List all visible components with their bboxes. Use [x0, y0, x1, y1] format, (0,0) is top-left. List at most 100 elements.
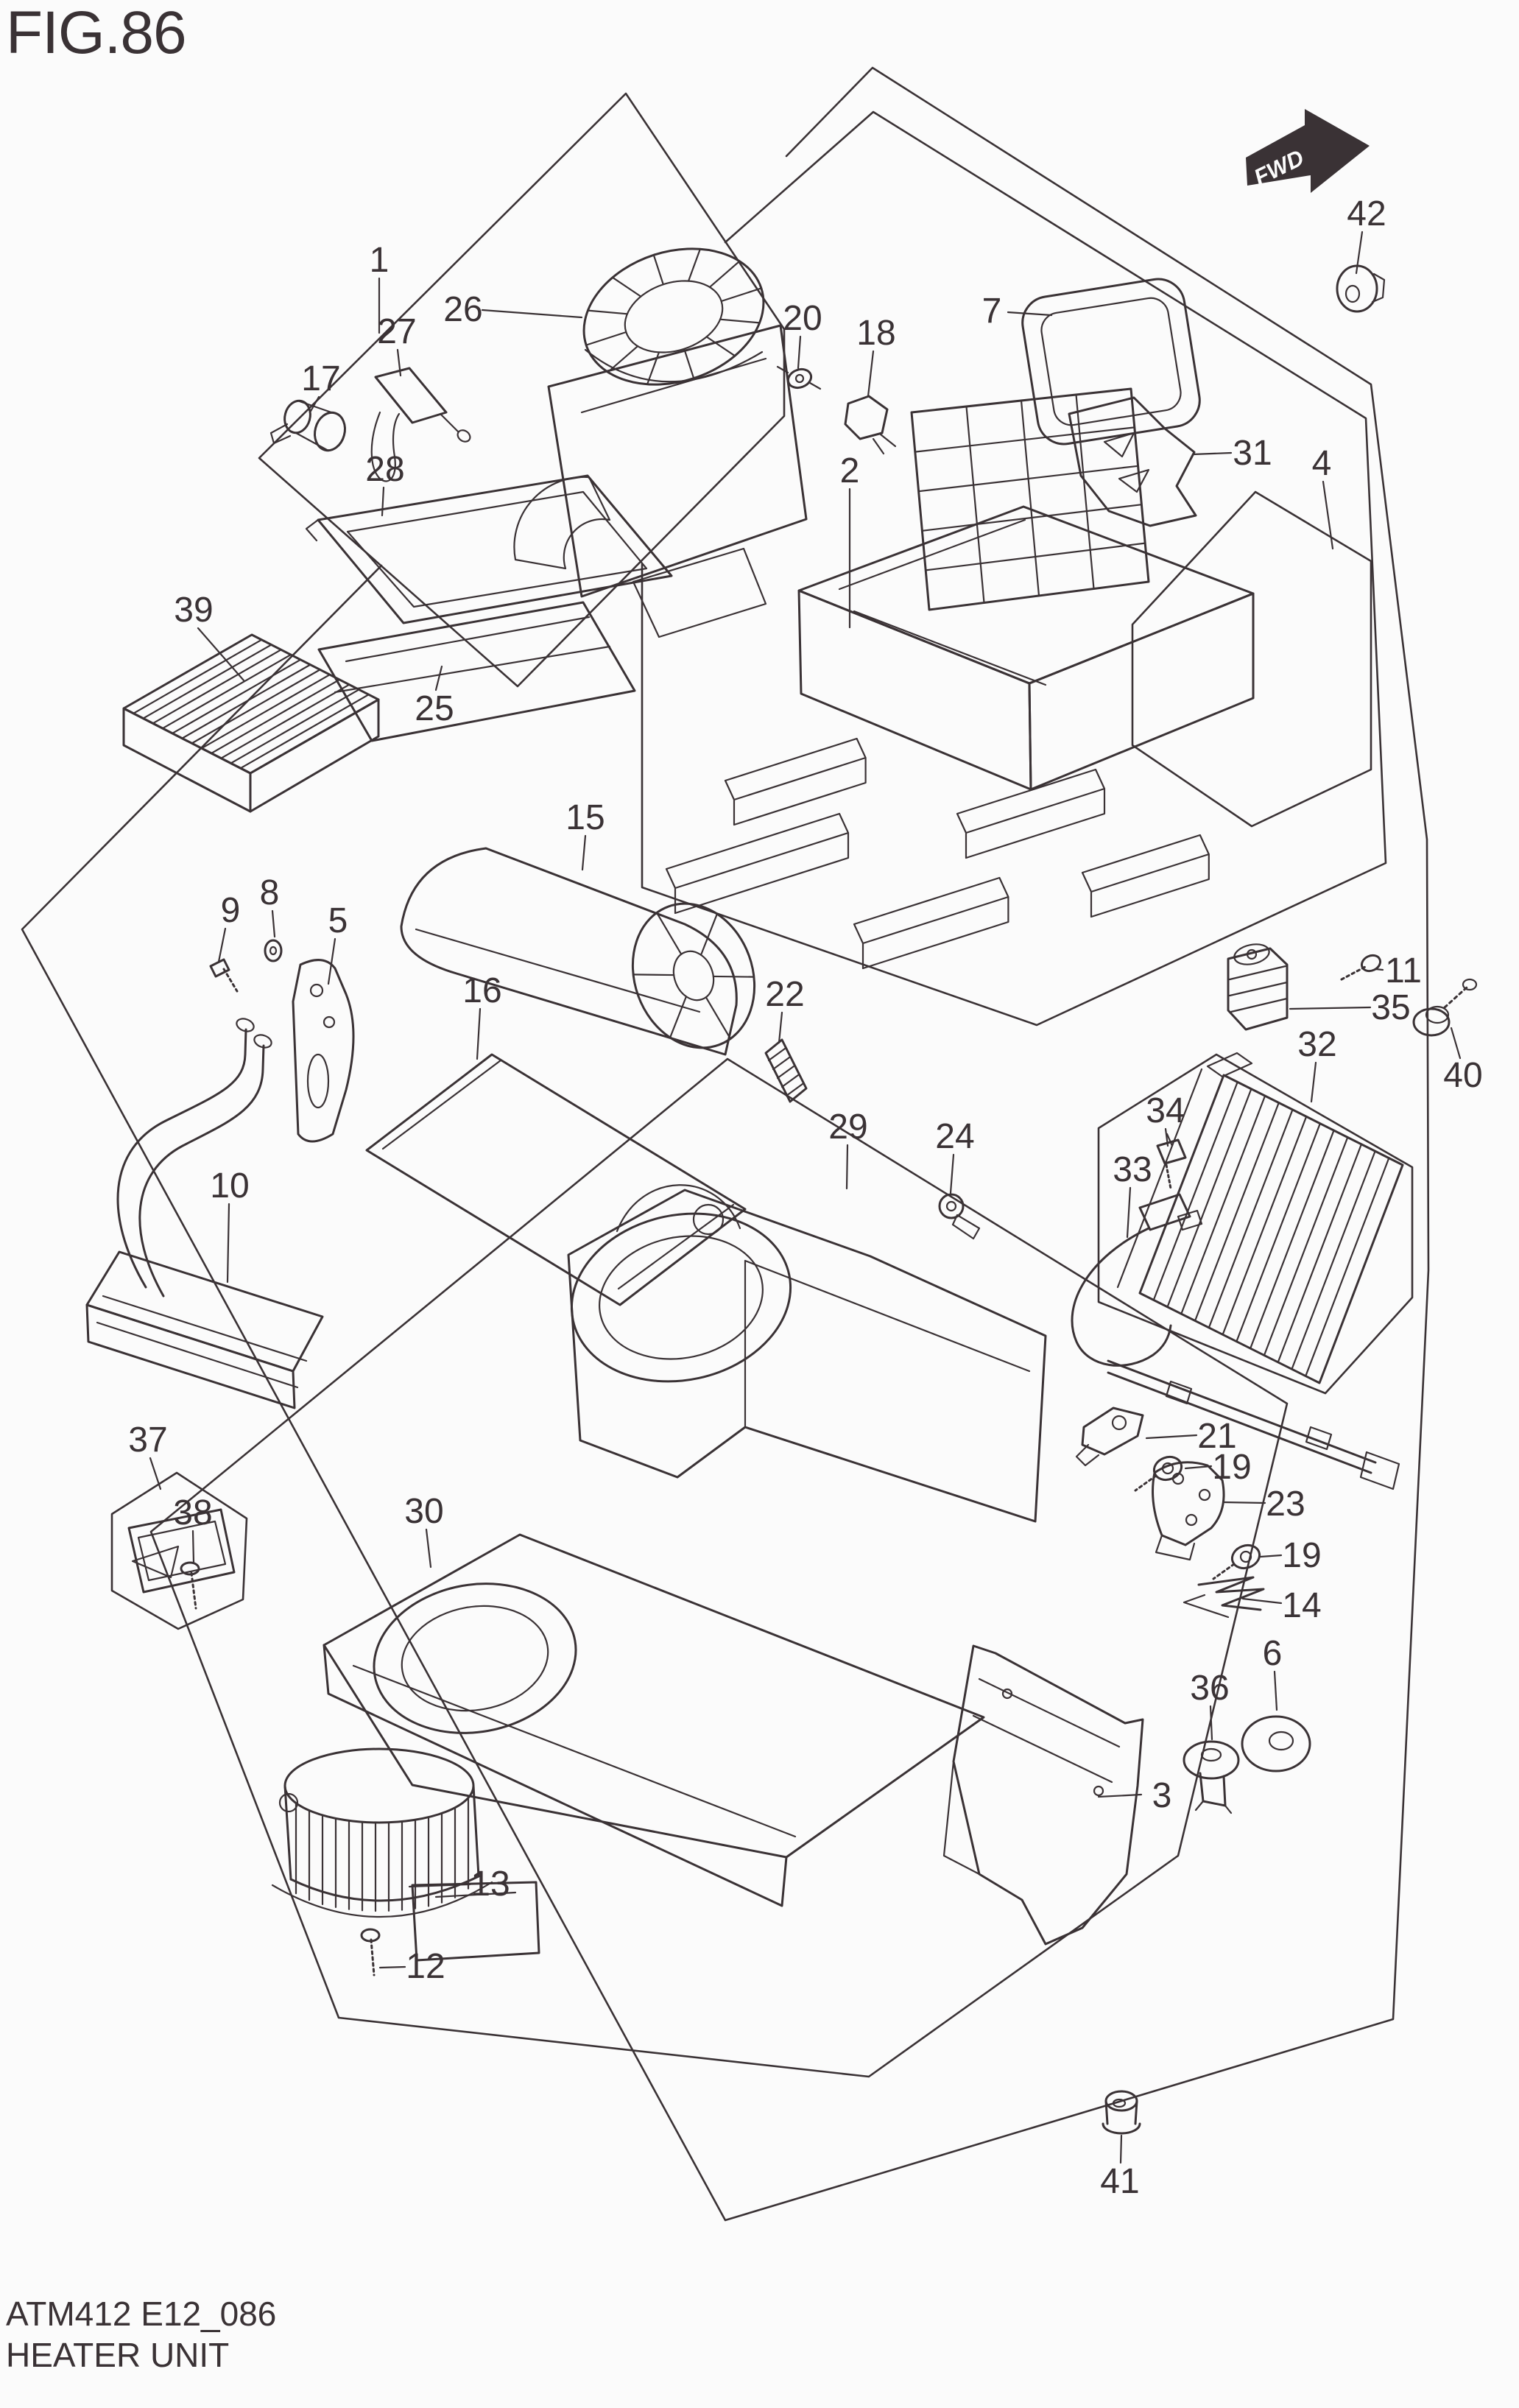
grommet-42-icon: [1336, 264, 1386, 313]
thermistor-wire-33: [1071, 1193, 1203, 1367]
callout-label-5-4: 5: [328, 901, 348, 940]
parts-artwork: [85, 247, 1478, 2135]
callout-label-19-18: 19: [1212, 1448, 1251, 1487]
spring-clip-14: [1183, 1576, 1265, 1619]
callout-label-26-26: 26: [443, 290, 482, 329]
callout-leader-36-36: [1209, 1705, 1213, 1741]
insulator-pad: [665, 812, 850, 915]
insulator-pad: [853, 876, 1009, 970]
callout-leader-34-34: [1164, 1127, 1169, 1147]
grille-bar: [914, 426, 1135, 453]
grille-bar: [921, 504, 1143, 532]
callout-layer: 1234567891011121314151617181919202122232…: [128, 194, 1482, 2201]
evap-fin: [1166, 1088, 1252, 1308]
callout-label-1-0: 1: [370, 241, 390, 280]
evap-fin: [1236, 1122, 1321, 1342]
wheel-spoke: [632, 974, 675, 976]
evap-fin: [1263, 1136, 1349, 1356]
callout-label-7-6: 7: [982, 292, 1002, 331]
filter-lid-28: [305, 474, 673, 624]
figure-title: FIG.86: [6, 0, 186, 66]
callout-leader-26-26: [481, 309, 583, 319]
duct-31: [1068, 396, 1197, 527]
callout-leader-17-16: [309, 395, 320, 414]
sensor-34-icon: [1156, 1133, 1187, 1190]
seal-frame-7: [1021, 278, 1201, 446]
callout-label-23-23: 23: [1266, 1485, 1305, 1524]
insulator-pad: [956, 768, 1106, 859]
callout-leader-6-5: [1273, 1670, 1278, 1711]
fan-slat: [585, 331, 627, 346]
callout-leader-5-4: [327, 937, 336, 985]
callout-label-30-30: 30: [404, 1492, 443, 1531]
callout-label-22-22: 22: [765, 975, 804, 1014]
callout-label-13-12: 13: [470, 1865, 510, 1904]
bolt-9-icon: [209, 958, 239, 993]
callout-leader-39-39: [197, 627, 245, 682]
footer-code: ATM412 E12_086: [6, 2295, 276, 2333]
filter-hatch: [220, 683, 350, 759]
callout-leader-18-17: [867, 350, 875, 398]
fwd-arrow: FWD: [1246, 109, 1370, 193]
grille-bar: [965, 405, 985, 604]
filter-hatch: [142, 644, 272, 719]
intake-case-2: [797, 505, 1255, 791]
evap-fin: [1194, 1102, 1280, 1322]
screw-19b-icon: [1212, 1543, 1261, 1580]
callout-leader-12-11: [378, 1965, 406, 1969]
nut-41-icon: [1102, 2090, 1141, 2135]
panel-borders: [21, 66, 1430, 2222]
callout-label-41-41: 41: [1100, 2162, 1139, 2201]
fan-slat: [652, 254, 664, 286]
vent-grille: [910, 387, 1150, 611]
callout-label-32-32: 32: [1297, 1025, 1336, 1064]
callout-leader-16-15: [476, 1007, 482, 1060]
callout-leader-32-32: [1310, 1061, 1317, 1103]
grille-bar: [925, 542, 1146, 571]
screw-19-icon: [1134, 1455, 1183, 1492]
bracket-5: [292, 959, 355, 1143]
filter-hatch: [172, 658, 302, 734]
callout-label-37-37: 37: [128, 1420, 167, 1460]
callout-leader-3-2: [1097, 1793, 1143, 1798]
fwd-arrow-shape: [1246, 109, 1370, 193]
evap-fin: [1152, 1081, 1238, 1301]
evap-fin: [1250, 1129, 1335, 1350]
callout-leader-38-38: [191, 1529, 195, 1564]
callout-label-27-27: 27: [377, 312, 416, 351]
filter-hatch: [161, 653, 292, 730]
evap-fin: [1291, 1150, 1376, 1370]
callout-leader-23-23: [1223, 1501, 1266, 1504]
screw-12-icon: [360, 1928, 381, 1976]
filter-hatch: [152, 649, 282, 725]
heater-case-29: [567, 1184, 1047, 1523]
callout-leader-14-13: [1241, 1597, 1283, 1605]
callout-label-2-1: 2: [840, 451, 860, 490]
filter-hatch: [181, 663, 311, 739]
callout-label-9-8: 9: [221, 891, 241, 930]
evap-fin: [1277, 1143, 1363, 1363]
callout-label-16-15: 16: [462, 971, 501, 1010]
callout-label-4-3: 4: [1312, 444, 1332, 483]
wheel-spoke: [712, 975, 755, 978]
callout-leader-27-27: [396, 348, 402, 377]
grille-bar: [917, 465, 1139, 493]
motor-17-icon: [269, 399, 346, 452]
footer-name: HEATER UNIT: [6, 2336, 229, 2374]
callout-leader-4-3: [1322, 480, 1334, 550]
fan-slat: [607, 345, 639, 373]
callout-leader-25-25: [434, 665, 443, 691]
grommet-6-icon: [1241, 1715, 1311, 1772]
callout-label-12-11: 12: [406, 1947, 445, 1986]
callout-label-21-21: 21: [1197, 1417, 1236, 1456]
bracket-23: [1152, 1461, 1225, 1561]
callout-label-31-31: 31: [1233, 434, 1272, 473]
wheel-spoke: [655, 912, 683, 955]
callout-label-29-29: 29: [828, 1108, 867, 1147]
callout-label-10-9: 10: [210, 1166, 249, 1205]
evap-fin: [1305, 1157, 1390, 1377]
callout-leader-37-37: [149, 1457, 162, 1490]
callout-leader-13-12: [408, 1883, 471, 1888]
filter-hatch: [191, 669, 321, 744]
washer-8-icon: [264, 939, 283, 962]
